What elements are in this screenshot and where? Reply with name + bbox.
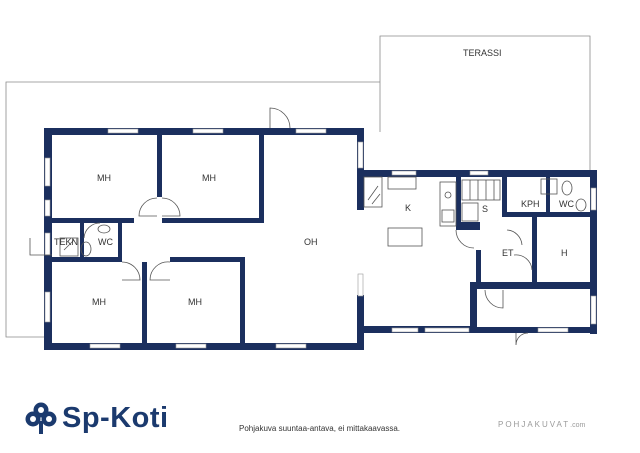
sp-koti-clover-logo-icon — [25, 402, 57, 434]
disclaimer-text: Pohjakuva suuntaa-antava, ei mittakaavas… — [239, 424, 400, 433]
room-label-sauna: S — [482, 204, 488, 214]
room-label-kitchen: K — [405, 203, 411, 213]
credit-domain: .com — [570, 422, 586, 429]
exterior-walls — [44, 128, 597, 350]
room-label-living-room: OH — [304, 237, 318, 247]
room-labels: TERASSI MH MH MH MH OH K S KPH WC WC TEK… — [54, 48, 574, 307]
doors — [29, 107, 533, 346]
room-label-wc-1: WC — [98, 237, 113, 247]
room-label-hallway: H — [561, 248, 568, 258]
room-label-entrance-hall: ET — [502, 248, 514, 258]
brand-name: Sp-Koti — [62, 401, 169, 434]
site-outline — [5, 35, 591, 338]
room-label-bedroom-1: MH — [97, 173, 111, 183]
interior-walls — [52, 135, 597, 343]
room-label-wc-2: WC — [559, 199, 574, 209]
room-label-terrace: TERASSI — [463, 48, 502, 58]
credit-main: POHJAKUVAT — [498, 420, 571, 429]
fixtures — [59, 176, 587, 257]
room-label-technical-room: TEKN — [54, 237, 78, 247]
sp-koti-logo: Sp-Koti — [24, 398, 169, 438]
room-label-bedroom-3: MH — [92, 297, 106, 307]
room-label-bathroom: KPH — [521, 199, 540, 209]
windows — [44, 128, 597, 349]
room-label-bedroom-2: MH — [202, 173, 216, 183]
pohjakuvat-credit: POHJAKUVAT.com — [498, 420, 585, 429]
room-label-bedroom-4: MH — [188, 297, 202, 307]
